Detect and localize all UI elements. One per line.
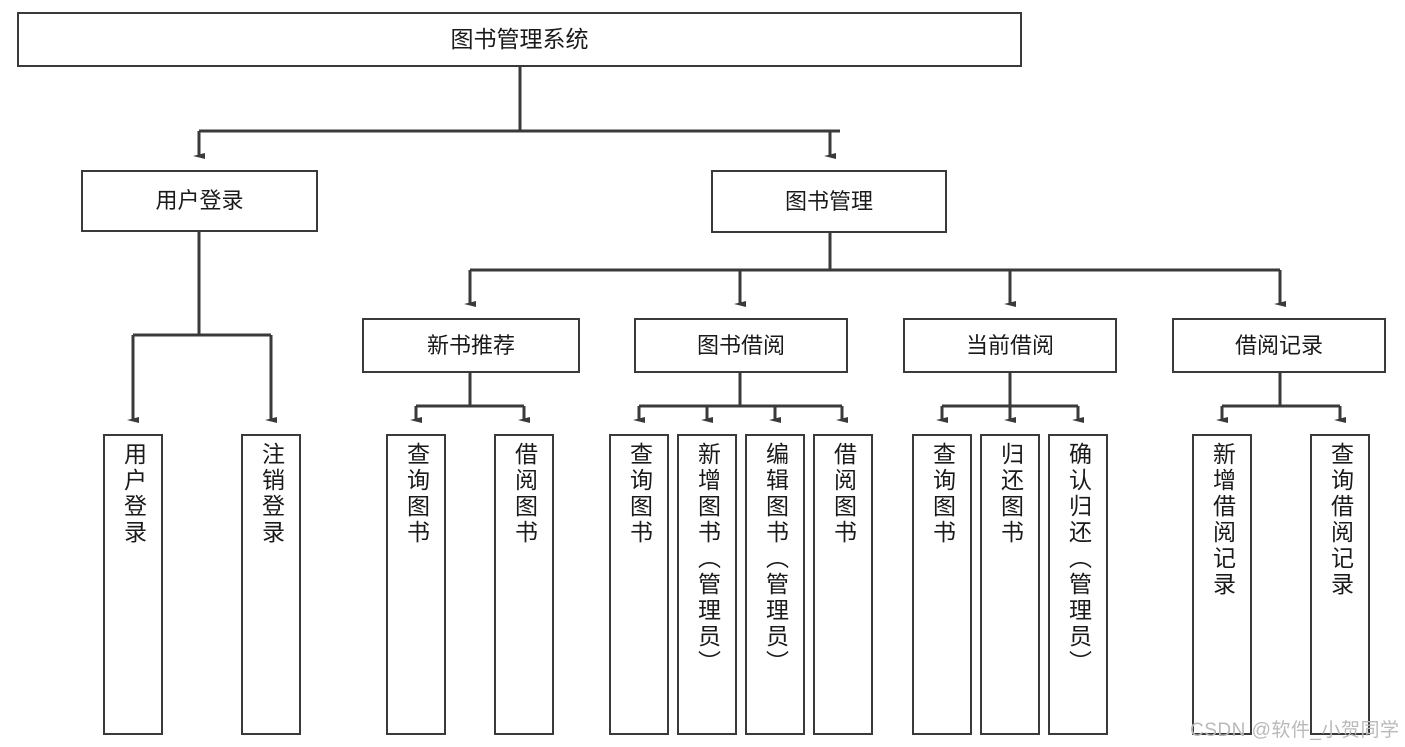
leaf-book-borrow-2-label: 新增图书（管理员） (694, 442, 721, 676)
leaf-borrow-record-2[interactable]: 查询借阅记录 (1310, 434, 1370, 735)
leaf-book-borrow-3[interactable]: 编辑图书（管理员） (745, 434, 805, 735)
node-current-borrow[interactable]: 当前借阅 (903, 318, 1117, 373)
node-book-manage[interactable]: 图书管理 (711, 170, 947, 233)
leaf-current-borrow-2[interactable]: 归还图书 (980, 434, 1040, 735)
leaf-current-borrow-1-label: 查询图书 (929, 442, 956, 546)
leaf-borrow-record-1-label: 新增借阅记录 (1209, 442, 1236, 598)
node-book-borrow-label: 图书借阅 (696, 332, 785, 358)
leaf-current-borrow-3[interactable]: 确认归还（管理员） (1048, 434, 1108, 735)
leaf-book-borrow-4-label: 借阅图书 (830, 442, 857, 546)
leaf-new-book-2[interactable]: 借阅图书 (494, 434, 554, 735)
node-book-borrow[interactable]: 图书借阅 (634, 318, 848, 373)
leaf-user-login-2-label: 注销登录 (258, 442, 285, 546)
leaf-new-book-1[interactable]: 查询图书 (386, 434, 446, 735)
leaf-current-borrow-3-label: 确认归还（管理员） (1065, 442, 1092, 676)
leaf-book-borrow-3-label: 编辑图书（管理员） (762, 442, 789, 676)
leaf-user-login-2[interactable]: 注销登录 (241, 434, 301, 735)
node-new-book-recommend-label: 新书推荐 (426, 332, 515, 358)
leaf-book-borrow-1[interactable]: 查询图书 (609, 434, 669, 735)
node-book-manage-label: 图书管理 (784, 188, 873, 214)
node-user-login-label: 用户登录 (155, 188, 244, 214)
watermark-text: CSDN @软件_小贺同学 (1190, 720, 1400, 741)
node-root[interactable]: 图书管理系统 (17, 12, 1022, 67)
node-new-book-recommend[interactable]: 新书推荐 (362, 318, 580, 373)
leaf-new-book-1-label: 查询图书 (403, 442, 430, 546)
leaf-current-borrow-1[interactable]: 查询图书 (912, 434, 972, 735)
node-current-borrow-label: 当前借阅 (965, 332, 1054, 358)
leaf-borrow-record-1[interactable]: 新增借阅记录 (1192, 434, 1252, 735)
leaf-new-book-2-label: 借阅图书 (511, 442, 538, 546)
leaf-current-borrow-2-label: 归还图书 (997, 442, 1024, 546)
leaf-book-borrow-4[interactable]: 借阅图书 (813, 434, 873, 735)
leaf-user-login-1-label: 用户登录 (120, 442, 147, 546)
node-borrow-record-label: 借阅记录 (1234, 332, 1323, 358)
node-root-label: 图书管理系统 (450, 25, 589, 52)
leaf-book-borrow-1-label: 查询图书 (626, 442, 653, 546)
leaf-borrow-record-2-label: 查询借阅记录 (1327, 442, 1354, 598)
node-user-login[interactable]: 用户登录 (81, 170, 318, 232)
leaf-user-login-1[interactable]: 用户登录 (103, 434, 163, 735)
leaf-book-borrow-2[interactable]: 新增图书（管理员） (677, 434, 737, 735)
node-borrow-record[interactable]: 借阅记录 (1172, 318, 1386, 373)
